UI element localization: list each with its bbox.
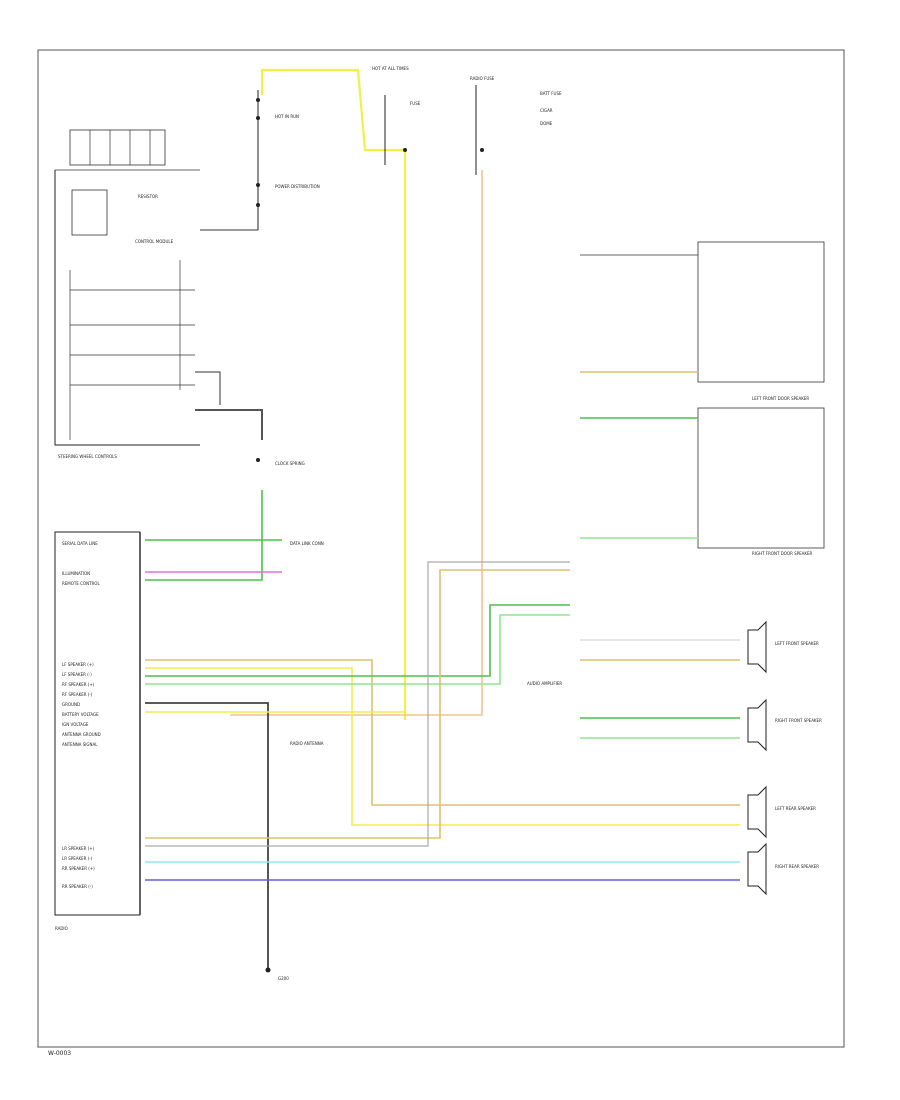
radio-wires: G200 RADIO ANTENNA DATA LINK CONN [145, 539, 740, 981]
rf-speaker-icon [747, 698, 767, 752]
misc-label-data-link: DATA LINK CONN [290, 541, 324, 546]
radio-pin-2: REMOTE CONTROL [62, 581, 100, 586]
radio-pin-0: SERIAL DATA LINE [62, 541, 98, 546]
radio-module: RADIO SERIAL DATA LINE ILLUMINATION REMO… [54, 531, 141, 931]
top-label-4: BATT FUSE [540, 91, 562, 96]
misc-label-ground: G200 [278, 976, 289, 981]
top-label-2: FUSE [410, 101, 421, 106]
wire-green-remote [145, 490, 263, 581]
top-label-6: DOME [540, 121, 553, 126]
radio-pin-4: LF SPEAKER (-) [62, 672, 92, 677]
rr-speaker-icon [747, 842, 767, 896]
top-label-0: HOT IN RUN [275, 114, 299, 119]
wire-switch-out [195, 371, 221, 405]
right-label-rr: RIGHT REAR SPEAKER [775, 864, 819, 869]
right-label-lf-tweeter: LEFT FRONT DOOR SPEAKER [752, 396, 809, 401]
right-label-rf-tweeter: RIGHT FRONT DOOR SPEAKER [752, 551, 813, 556]
radio-pin-1: ILLUMINATION [62, 571, 90, 576]
right-label-lr: LEFT REAR SPEAKER [775, 806, 816, 811]
radio-pin-10: ANTENNA GROUND [62, 732, 101, 737]
resistor-block [71, 189, 108, 236]
fuse-node-2 [256, 116, 260, 120]
wire-lr-spk-pos [145, 569, 570, 839]
right-label-lf: LEFT FRONT SPEAKER [775, 641, 819, 646]
radio-pin-5: RF SPEAKER (+) [62, 682, 95, 687]
top-label-3: RADIO FUSE [470, 76, 495, 81]
radio-pin-13: LR SPEAKER (-) [62, 856, 93, 861]
fuse-area: HOT IN RUN HOT AT ALL TIMES FUSE RADIO F… [230, 66, 562, 720]
radio-outline [54, 531, 140, 916]
radio-pin-12: LR SPEAKER (+) [62, 846, 95, 851]
top-label-7: POWER DISTRIBUTION [275, 184, 320, 189]
radio-pin-7: GROUND [62, 702, 80, 707]
top-label-1: HOT AT ALL TIMES [372, 66, 409, 71]
wire-rf-spk-neg [145, 614, 570, 685]
wire-lf-spk-neg [145, 667, 740, 826]
switch-block: RESISTOR CONTROL MODULE STEERING WHEEL C… [54, 129, 305, 466]
radio-pin-9: IGN VOLTAGE [62, 722, 89, 727]
amplifier-area: AUDIO AMPLIFIER RIGHT FRONT DOOR SPEAKER… [527, 241, 825, 896]
fuse-node-3 [256, 183, 260, 187]
fuse-node-6 [480, 148, 484, 152]
radio-pin-6: RF SPEAKER (-) [62, 692, 93, 697]
right-label-rf: RIGHT FRONT SPEAKER [775, 718, 822, 723]
wire-orange-ign [230, 170, 483, 716]
misc-label-clock-spring: CLOCK SPRING [275, 461, 305, 466]
misc-label-antenna: RADIO ANTENNA [290, 741, 324, 746]
rf-door-speaker-box [697, 407, 825, 549]
radio-pin-8: BATTERY VOLTAGE [62, 712, 99, 717]
radio-pin-3: LF SPEAKER (+) [62, 662, 94, 667]
misc-label-amplifier: AUDIO AMPLIFIER [527, 681, 562, 686]
diagram-frame [37, 49, 845, 1048]
radio-title: RADIO [55, 926, 68, 931]
radio-pin-14: RR SPEAKER (+) [62, 866, 95, 871]
wire-bundle-grey [195, 409, 263, 440]
wire-rf-spk-pos [145, 604, 570, 677]
switch-note-1: CONTROL MODULE [135, 239, 174, 244]
radio-pin-11: ANTENNA SIGNAL [62, 742, 98, 747]
wire-ground [145, 702, 269, 970]
wire-lf-spk-pos [145, 659, 740, 806]
fuse-node-5 [403, 148, 407, 152]
radio-pin-15: RR SPEAKER (-) [62, 884, 93, 889]
switch-block-title: STEERING WHEEL CONTROLS [58, 454, 117, 459]
switch-contacts [69, 260, 195, 440]
fuse-node-4 [256, 203, 260, 207]
wire-lr-spk-neg [145, 561, 570, 847]
top-label-5: CIGAR [540, 108, 553, 113]
wire-yellow-batt [260, 68, 407, 720]
switch-block-outline [54, 170, 200, 446]
lf-door-speaker-box [697, 241, 825, 383]
lf-speaker-icon [747, 620, 767, 674]
switch-header [69, 129, 166, 166]
lr-speaker-icon [747, 785, 767, 839]
switch-note-0: RESISTOR [138, 194, 158, 199]
fuse-node-1 [256, 98, 260, 102]
clock-spring-node [256, 458, 260, 462]
footer-code: W-0003 [48, 1050, 71, 1057]
ground-node [265, 967, 271, 973]
